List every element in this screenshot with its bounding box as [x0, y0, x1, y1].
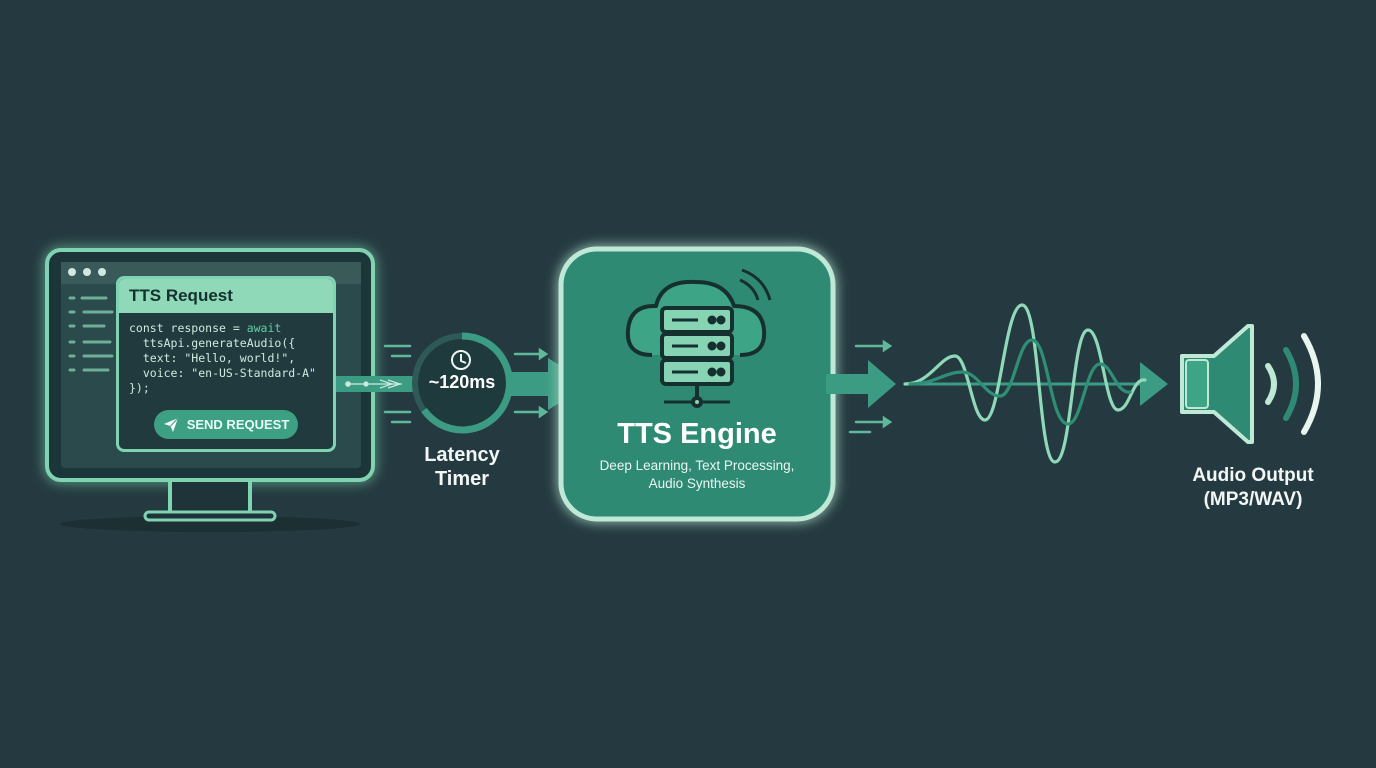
code-snippet: const response = await ttsApi.generateAu…: [119, 313, 333, 396]
request-arrow: [330, 344, 420, 424]
engine-title: TTS Engine: [617, 418, 777, 450]
panel-title: TTS Request: [119, 279, 333, 313]
engine-subtitle-line1: Deep Learning, Text Processing,: [599, 458, 795, 473]
send-button-label: SEND REQUEST: [186, 417, 290, 432]
output-label-line2: (MP3/WAV): [1203, 489, 1303, 510]
audio-output-label: Audio Output (MP3/WAV): [1168, 464, 1338, 512]
code-line-4: voice: "en-US-Standard-A": [129, 366, 316, 380]
latency-label-line2: Timer: [434, 468, 490, 490]
code-line-2: ttsApi.generateAudio({: [129, 336, 296, 350]
speaker-icon: [1180, 324, 1321, 444]
latency-timer-label: Latency Timer: [402, 443, 522, 491]
cloud-server-icon: [625, 268, 772, 408]
code-line-1: const response = await: [129, 321, 282, 335]
code-line-3: text: "Hello, world!",: [129, 351, 296, 365]
engine-subtitle-line2: Audio Synthesis: [648, 476, 746, 491]
send-request-button[interactable]: SEND REQUEST: [154, 410, 298, 439]
tts-request-panel: TTS Request const response = await ttsAp…: [116, 276, 336, 452]
paper-plane-icon: [163, 417, 179, 432]
code-line-5: });: [129, 381, 150, 395]
output-label-line1: Audio Output: [1192, 465, 1314, 486]
latency-value: ~120ms: [428, 372, 496, 392]
latency-label-line1: Latency: [424, 444, 500, 466]
engine-to-output-arrow: [826, 339, 896, 434]
tts-engine-box: [558, 246, 836, 522]
engine-subtitle: Deep Learning, Text Processing, Audio Sy…: [575, 457, 819, 493]
clock-icon: [451, 350, 471, 370]
waveform-icon: [903, 303, 1168, 464]
